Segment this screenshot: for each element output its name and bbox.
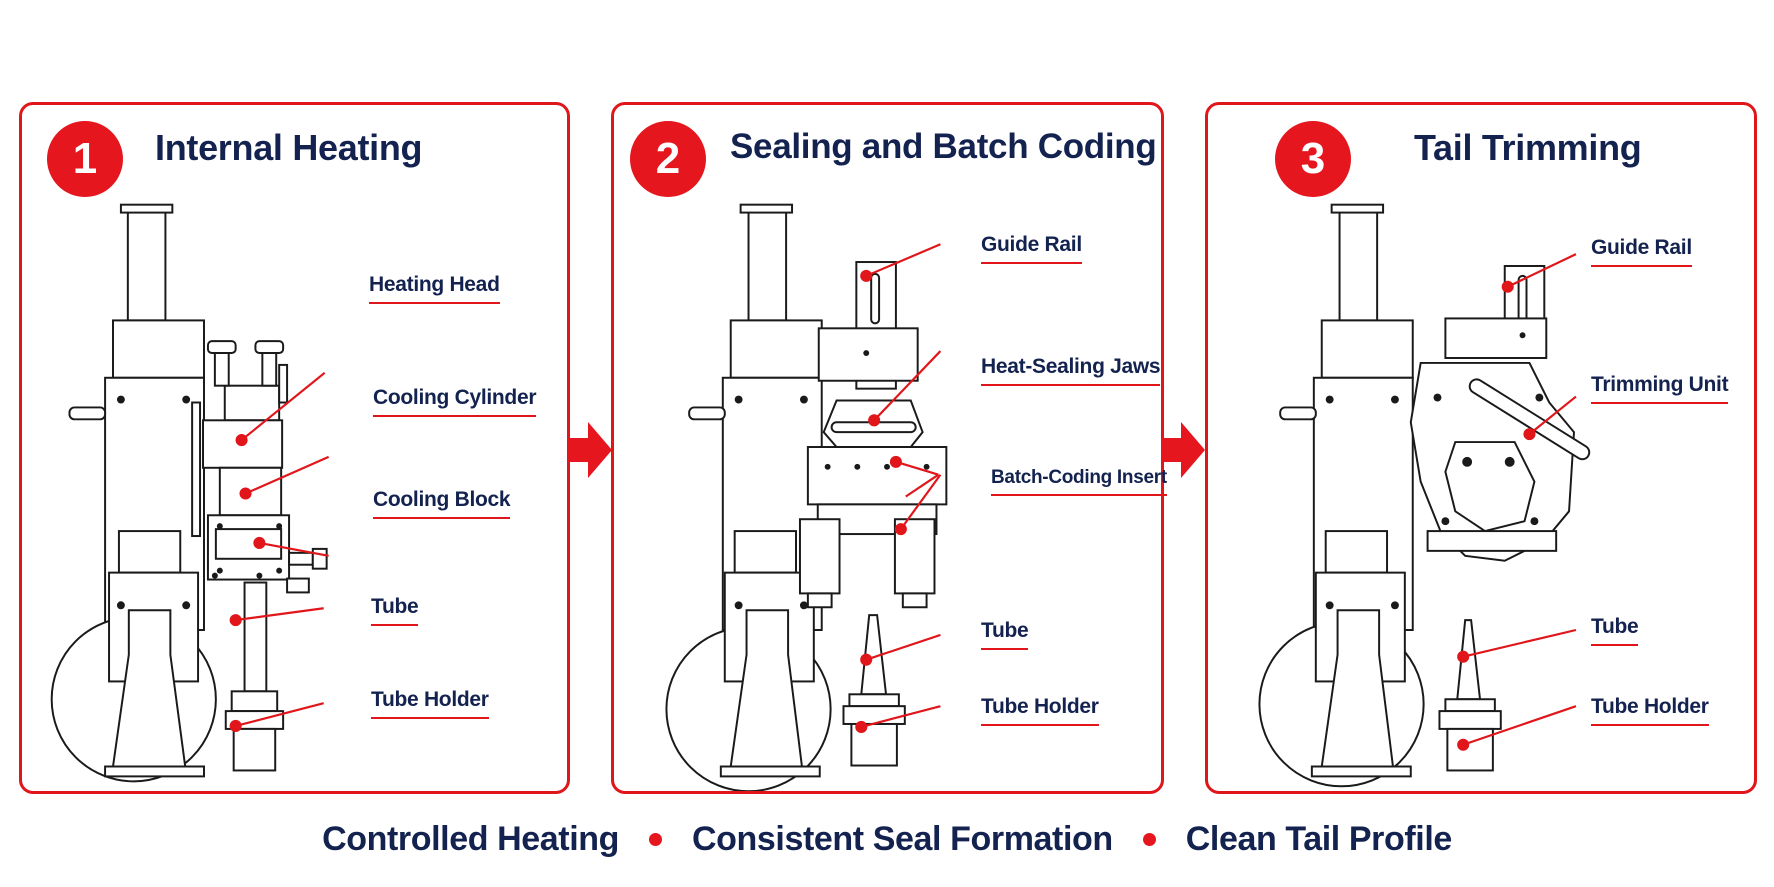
step-title: Sealing and Batch Coding [730, 127, 1157, 166]
label-cooling-block: Cooling Block [373, 488, 511, 519]
label-heat-sealing-jaws: Heat-Sealing Jaws [981, 355, 1161, 386]
benefit-consistent-seal: Consistent Seal Formation [692, 819, 1113, 858]
bullet-dot-icon [649, 832, 663, 846]
label-tube-holder: Tube Holder [981, 695, 1099, 726]
label-batch-coding-insert: Batch-Coding Insert [991, 467, 1167, 496]
benefits-footer: Controlled Heating Consistent Seal Forma… [0, 816, 1774, 862]
benefit-controlled-heating: Controlled Heating [322, 819, 620, 858]
label-tube-holder: Tube Holder [1591, 695, 1709, 726]
label-tube: Tube [371, 595, 419, 626]
benefit-clean-tail: Clean Tail Profile [1185, 819, 1453, 858]
machine-drawing-heating [50, 203, 330, 783]
label-cooling-cylinder: Cooling Cylinder [373, 386, 537, 417]
label-tube-holder: Tube Holder [371, 688, 489, 719]
step-arrow-right-icon [568, 422, 612, 478]
label-guide-rail: Guide Rail [1591, 236, 1692, 267]
machine-drawing-trimming [1258, 203, 1591, 788]
machine-drawing-sealing [665, 203, 948, 791]
label-tube: Tube [1591, 615, 1639, 646]
label-guide-rail: Guide Rail [981, 233, 1082, 264]
step-title: Internal Heating [155, 127, 423, 168]
step-number-badge: 2 [630, 121, 706, 197]
step-arrow-right-icon [1161, 422, 1205, 478]
label-tube: Tube [981, 619, 1029, 650]
label-trimming-unit: Trimming Unit [1591, 373, 1729, 404]
step-title: Tail Trimming [1414, 127, 1642, 168]
step-number-badge: 1 [47, 121, 123, 197]
step-number-badge: 3 [1275, 121, 1351, 197]
bullet-dot-icon [1142, 832, 1156, 846]
step-panel-sealing-batch-coding: 2 Sealing and Batch Coding [611, 102, 1167, 794]
label-heating-head: Heating Head [369, 273, 500, 304]
step-panel-tail-trimming: 3 Tail Trimming [1205, 102, 1757, 794]
step-panel-internal-heating: 1 Internal Heating [19, 102, 570, 794]
